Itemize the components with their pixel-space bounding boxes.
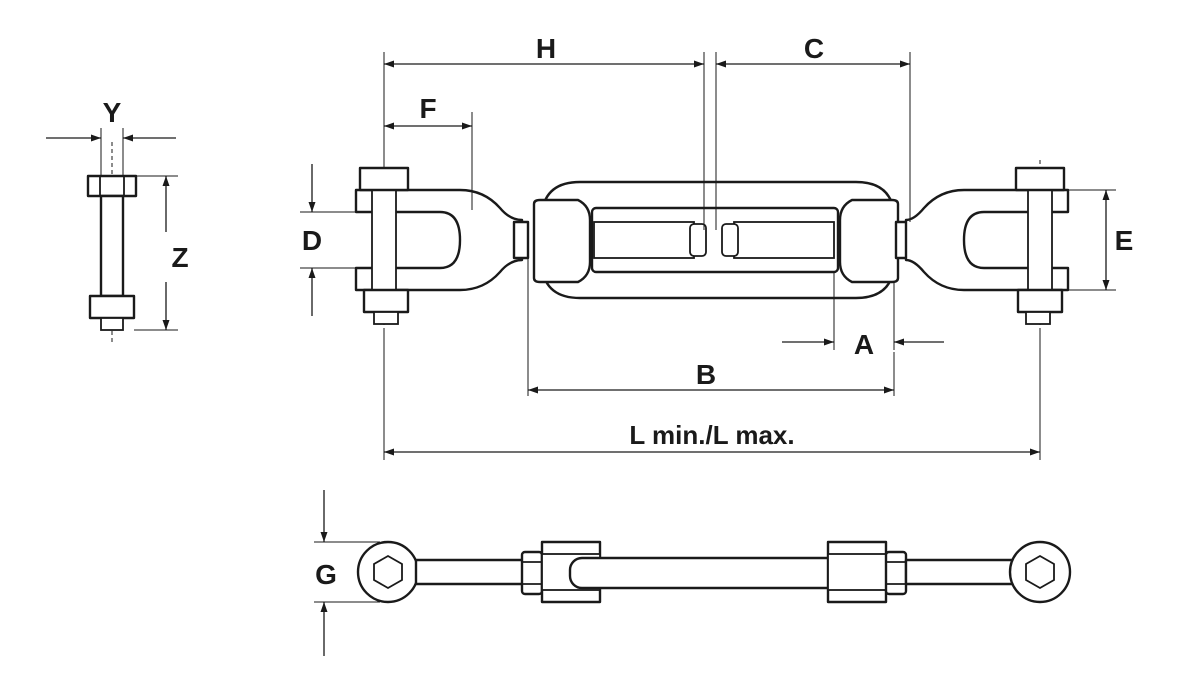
pin-shank [99, 194, 125, 298]
middle-frame [568, 556, 858, 590]
dim-label-g: G [315, 559, 337, 590]
dim-label-b: B [696, 359, 716, 390]
dim-label-y: Y [103, 97, 122, 128]
right-jaw [904, 188, 1070, 292]
dim-label-c: C [804, 33, 824, 64]
left-pin-head [358, 166, 410, 192]
right-pin-head [1014, 166, 1066, 192]
dim-label-d: D [302, 225, 322, 256]
turnbuckle-front-view [354, 160, 1070, 330]
right-pin-nut [1016, 288, 1064, 314]
dim-label-l: L min./L max. [629, 420, 794, 450]
dim-label-h: H [536, 33, 556, 64]
pin-head [86, 174, 138, 198]
turnbuckle-top-view [356, 540, 1072, 604]
dim-label-z: Z [171, 242, 188, 273]
pin-nut [88, 294, 136, 320]
top-view-dimensions: G [314, 490, 380, 656]
left-rod-stub [512, 220, 530, 260]
left-rod [414, 558, 526, 586]
dim-label-f: F [419, 93, 436, 124]
left-jaw [354, 188, 524, 292]
left-pin-nut [362, 288, 410, 314]
main-view-dimensions: H C F D E A B L min./L max. [300, 33, 1133, 460]
right-rod [904, 558, 1016, 586]
dim-label-e: E [1115, 225, 1134, 256]
dim-label-a: A [854, 329, 874, 360]
pin-tip [100, 317, 124, 331]
pin-side-view: Y Z [46, 97, 189, 342]
